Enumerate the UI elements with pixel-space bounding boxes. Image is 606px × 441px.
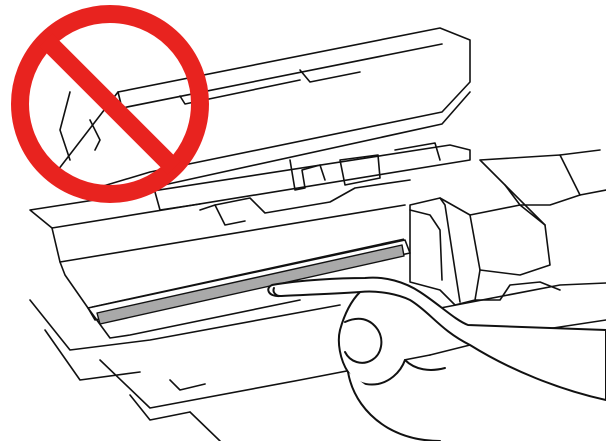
pointing-hand-icon	[268, 278, 606, 441]
print-head-carriage	[410, 150, 606, 305]
